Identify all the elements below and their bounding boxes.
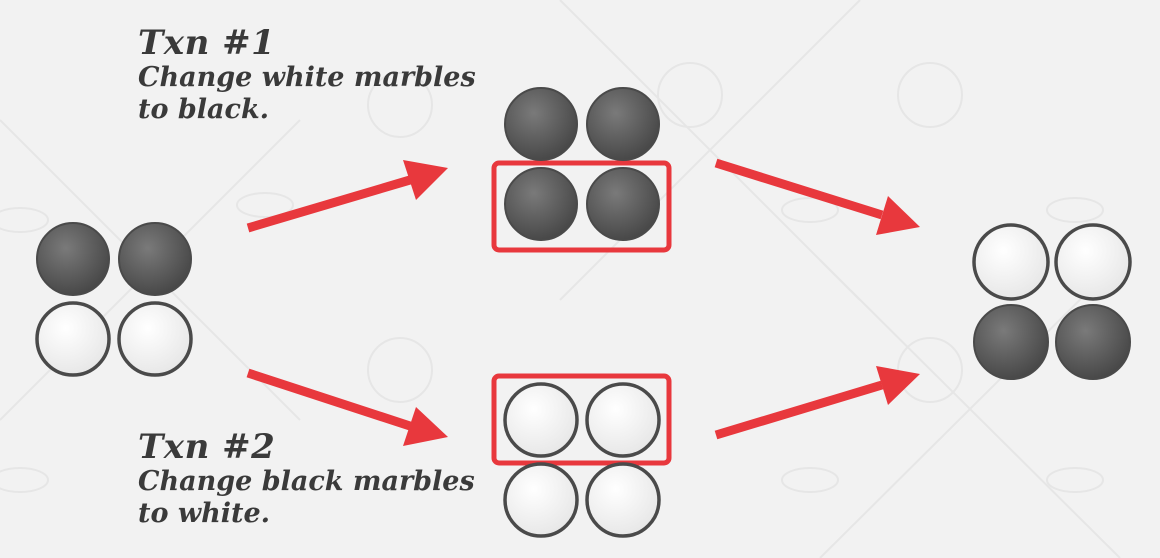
black-marble [36, 222, 110, 296]
arrow-initial-to-txn2 [246, 368, 448, 446]
marble-group-initial-state [35, 222, 193, 377]
txn1-description-line1: Change white marbles [138, 62, 476, 93]
arrow-initial-to-txn1 [246, 160, 448, 233]
white-marble [585, 382, 661, 458]
white-marble [503, 382, 579, 458]
txn1-label: Txn #1 Change white marbles to black. [138, 24, 476, 126]
black-marble [504, 87, 578, 161]
white-marble [1054, 223, 1132, 301]
black-marble [973, 304, 1049, 380]
white-marble [503, 462, 579, 538]
background-pattern [0, 0, 1121, 558]
marble-group-txn2-result [503, 382, 661, 538]
arrow-txn1-to-final [714, 158, 920, 235]
black-marble [118, 222, 192, 296]
white-marble [972, 223, 1050, 301]
white-marble [117, 301, 193, 377]
marble-group-txn1-result [504, 87, 660, 241]
black-marble [586, 167, 660, 241]
txn1-changed-row-highlight [491, 160, 672, 253]
txn2-label: Txn #2 Change black marbles to white. [138, 428, 475, 530]
txn2-description-line2: to white. [138, 498, 271, 529]
white-marble [35, 301, 111, 377]
black-marble [586, 87, 660, 161]
marble-group-final-state [972, 223, 1132, 380]
arrow-txn2-to-final [714, 366, 920, 440]
txn2-title: Txn #2 [138, 427, 276, 467]
txn1-title: Txn #1 [138, 23, 276, 63]
txn2-description-line1: Change black marbles [138, 466, 475, 497]
txn2-changed-row-highlight [491, 373, 672, 466]
arrows [246, 158, 920, 446]
txn1-description-line2: to black. [138, 94, 270, 125]
black-marble [1055, 304, 1131, 380]
white-marble [585, 462, 661, 538]
black-marble [504, 167, 578, 241]
